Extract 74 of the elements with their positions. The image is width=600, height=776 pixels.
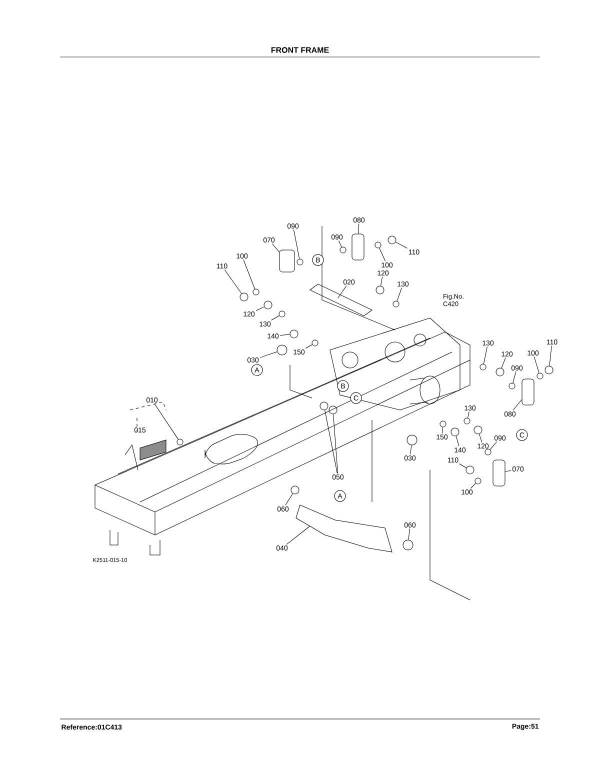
leader-line (534, 356, 540, 374)
leader-line (305, 344, 312, 349)
nut-drawing (536, 372, 544, 380)
nut-drawing (480, 364, 486, 370)
leader-line (154, 403, 178, 440)
leader-line (410, 444, 412, 455)
leader-line (479, 434, 482, 443)
nut-drawing (544, 366, 554, 374)
bracket-drawing (522, 378, 534, 406)
leader-line (512, 399, 522, 411)
nut-drawing (176, 438, 184, 446)
nut-drawing (276, 344, 288, 356)
nut-drawing (290, 330, 298, 338)
leader-line (260, 351, 278, 358)
nut-drawing (474, 426, 482, 434)
nut-drawing (278, 310, 286, 318)
leader-line (286, 526, 310, 545)
leader-line (395, 242, 408, 249)
nut-drawing (474, 478, 482, 484)
leader-line (459, 463, 467, 468)
leader-line (512, 371, 516, 384)
leader-line (467, 411, 470, 418)
leader-line (470, 483, 476, 489)
leader-line (505, 470, 512, 472)
leader-line (338, 240, 342, 248)
nut-drawing (376, 286, 384, 294)
nut-drawing (496, 368, 504, 376)
leader-line (358, 223, 360, 234)
leader-line (379, 248, 386, 262)
nut-drawing (328, 406, 338, 414)
nut-drawing (406, 434, 418, 446)
leader-line (396, 287, 402, 302)
leader-line (271, 315, 280, 321)
nut-drawing (340, 246, 346, 254)
leader-line (483, 346, 488, 364)
bracket-drawing (492, 460, 506, 486)
leader-line (549, 345, 552, 366)
nut-drawing (264, 300, 272, 310)
plate-drawing (296, 504, 392, 552)
nut-drawing (312, 340, 318, 346)
leader-line (256, 306, 264, 311)
nut-drawing (388, 236, 396, 244)
leader-line (280, 334, 290, 336)
nut-drawing (392, 300, 400, 308)
leader-line (338, 285, 347, 298)
leader-line (324, 410, 338, 474)
leader-line (333, 414, 338, 474)
leader-line (272, 243, 280, 252)
nut-drawing (296, 258, 304, 266)
nut-drawing (440, 420, 446, 428)
nut-drawing (240, 292, 248, 302)
leader-line (490, 441, 498, 450)
nut-drawing (466, 466, 474, 474)
bracket-drawing (352, 234, 364, 260)
leader-line (243, 259, 256, 290)
leader-line (224, 269, 242, 294)
leader-line (293, 229, 300, 260)
leader-line (456, 436, 460, 447)
leader-line (285, 493, 293, 506)
nut-drawing (508, 382, 516, 390)
nut-drawing (450, 428, 460, 436)
nut-drawing (290, 486, 300, 494)
nut-drawing (464, 418, 470, 424)
bracket-drawing (279, 250, 295, 272)
leader-line (380, 276, 383, 286)
leader-line (442, 427, 443, 434)
leader-line (501, 357, 506, 368)
leader-line (408, 528, 410, 540)
nut-drawing (252, 288, 260, 296)
title: FRONT FRAME (271, 47, 329, 53)
nut-drawing (320, 402, 328, 410)
nut-drawing (402, 540, 414, 550)
nut-drawing (374, 242, 382, 248)
nut-drawing (484, 448, 492, 456)
